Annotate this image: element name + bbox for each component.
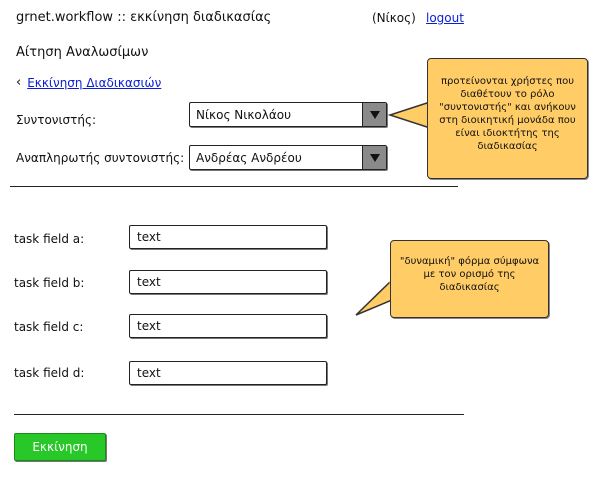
task-field-d-input[interactable]: text [129, 361, 327, 385]
chevron-left-icon: ‹ [16, 75, 22, 90]
divider-top [10, 186, 458, 187]
chevron-down-icon[interactable] [362, 146, 386, 169]
task-field-c-label: task field c: [14, 320, 84, 334]
task-field-c-input[interactable]: text [129, 314, 327, 338]
app-title: grnet.workflow :: εκκίνηση διαδικασίας [16, 10, 272, 25]
coordinator-note: προτείνονται χρήστες που διαθέτουν το ρό… [427, 58, 588, 179]
deputy-select-value: Ανδρέας Ανδρέου [196, 151, 302, 165]
coordinator-select-value: Νίκος Νικολάου [196, 108, 292, 122]
coordinator-label: Συντονιστής: [16, 113, 97, 127]
back-link-label: Εκκίνηση Διαδικασιών [27, 75, 162, 90]
current-user: (Νίκος) [372, 11, 416, 25]
logout-link[interactable]: logout [426, 11, 464, 25]
task-field-a-input[interactable]: text [129, 225, 327, 249]
divider-bottom [14, 414, 464, 415]
note-tail [387, 100, 431, 130]
deputy-label: Αναπληρωτής συντονιστής: [16, 151, 185, 165]
form-note: "δυναμική" φόρμα σύμφωνα με τον ορισμό τ… [390, 240, 549, 318]
task-field-a-label: task field a: [14, 232, 85, 246]
chevron-down-icon[interactable] [362, 103, 386, 126]
start-button[interactable]: Εκκίνηση [14, 433, 106, 461]
back-link[interactable]: ‹ Εκκίνηση Διαδικασιών [16, 75, 161, 90]
task-field-d-label: task field d: [14, 366, 85, 380]
deputy-select[interactable]: Ανδρέας Ανδρέου [189, 145, 387, 170]
task-field-b-label: task field b: [14, 276, 85, 290]
page-title: Αίτηση Αναλωσίμων [16, 45, 149, 60]
coordinator-select[interactable]: Νίκος Νικολάου [189, 102, 387, 127]
task-field-b-input[interactable]: text [129, 270, 327, 294]
